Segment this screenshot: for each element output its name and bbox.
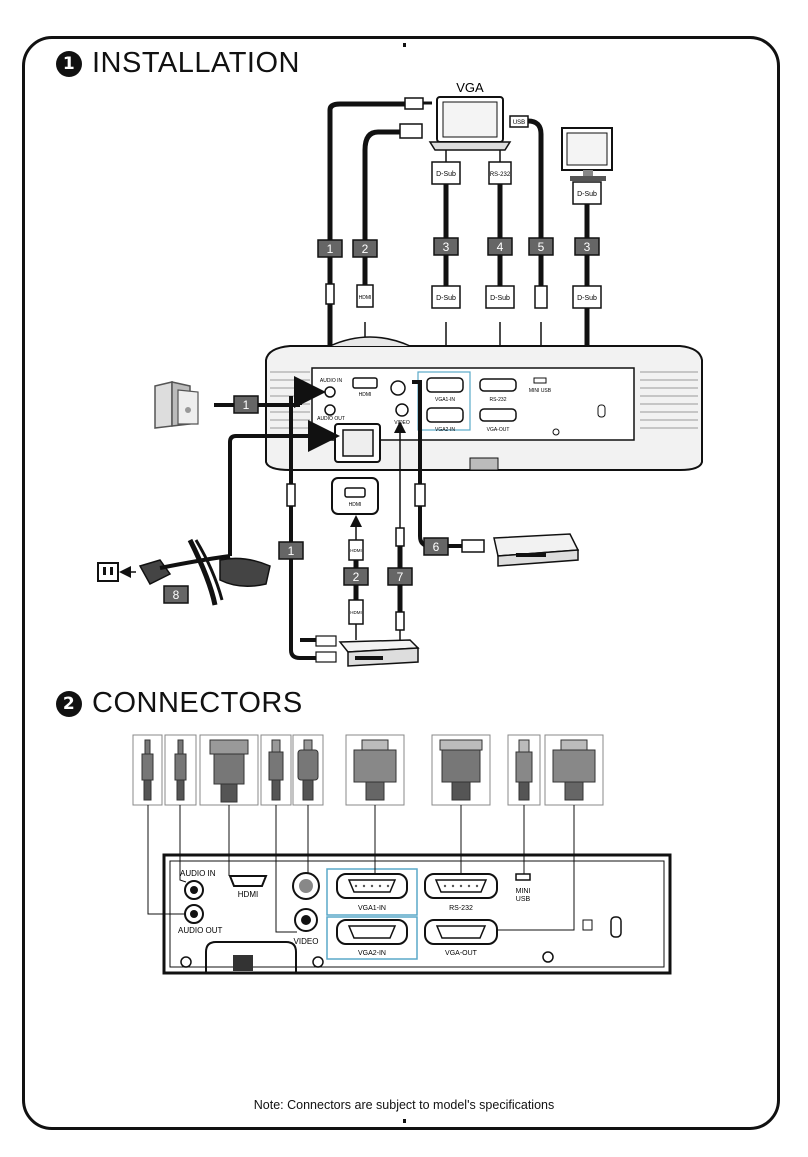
connector-lines xyxy=(147,805,575,933)
rs232-plug-label: RS-232 xyxy=(490,172,511,178)
monitor-icon xyxy=(561,127,613,181)
video-port xyxy=(294,908,318,932)
proj-vga-out-label: VGA-OUT xyxy=(487,427,510,433)
proj-hdmi-label: HDMI xyxy=(359,392,372,398)
cable-tag-1b: 1 xyxy=(233,395,259,414)
proj-video-label: VIDEO xyxy=(394,420,410,426)
hdmi-plug-label-bottom: HDMI xyxy=(350,610,362,615)
speakers-icon xyxy=(154,381,199,429)
panel-audio-out-label: AUDIO OUT xyxy=(178,926,223,935)
laptop-icon xyxy=(428,96,512,151)
dsub-plug-label-4: D-Sub xyxy=(577,191,597,198)
hdmi-callout-label: HDMI xyxy=(349,502,362,508)
connectors-number-badge: 2 xyxy=(56,690,82,717)
cable-tag-1a: 1 xyxy=(317,239,343,258)
proj-audio-in-label: AUDIO IN xyxy=(320,378,343,384)
svideo-port xyxy=(292,872,320,900)
cable-tag-4: 4 xyxy=(487,237,513,256)
usb-plug-label-top: USB xyxy=(513,120,525,126)
vga-plug-1-icon xyxy=(353,739,397,801)
connectors-title: CONNECTORS xyxy=(92,687,303,719)
cable-tag-3a: 3 xyxy=(433,237,459,256)
panel-rs232-label: RS-232 xyxy=(449,905,473,912)
power-outlet-icon xyxy=(97,562,119,582)
cable-tag-1c: 1 xyxy=(278,541,304,560)
cable-tag-2a: 2 xyxy=(352,239,378,258)
svg-text:5: 5 xyxy=(538,240,545,254)
proj-mini-usb-label: MINI USB xyxy=(529,388,552,394)
audio-plug-1-icon xyxy=(141,739,154,801)
audio-in-port xyxy=(184,880,204,900)
panel-video-label: VIDEO xyxy=(294,937,319,946)
mini-usb-port xyxy=(515,873,531,881)
hdmi-port-callout xyxy=(331,477,379,515)
usb-plug-icon xyxy=(515,739,533,801)
cable-tag-3b: 3 xyxy=(574,237,600,256)
vga-label: VGA xyxy=(456,80,484,95)
audio-out-port xyxy=(184,904,204,924)
svg-text:3: 3 xyxy=(443,240,450,254)
svg-text:1: 1 xyxy=(288,544,295,558)
svg-text:4: 4 xyxy=(497,240,504,254)
dsub-plug-label-3: D-Sub xyxy=(490,295,510,302)
vcr-icon xyxy=(493,533,580,567)
panel-vga-out-label: VGA-OUT xyxy=(445,950,478,957)
proj-rs232-label: RS-232 xyxy=(490,397,507,403)
installation-title: INSTALLATION xyxy=(92,47,300,79)
cable-tag-7: 7 xyxy=(387,567,413,586)
svg-text:2: 2 xyxy=(353,570,360,584)
bottom-tick xyxy=(403,1119,406,1123)
panel-hdmi-label: HDMI xyxy=(238,890,258,899)
vga2-in-port xyxy=(336,919,408,945)
hdmi-port xyxy=(228,875,268,887)
panel-usb-label: USB xyxy=(516,896,531,903)
hdmi-plug-icon xyxy=(209,739,249,803)
svg-text:1: 1 xyxy=(327,242,334,256)
svg-text:7: 7 xyxy=(397,570,404,584)
cable-tag-6: 6 xyxy=(423,537,449,556)
svg-text:8: 8 xyxy=(173,588,180,602)
svg-text:6: 6 xyxy=(433,540,440,554)
panel-audio-in-label: AUDIO IN xyxy=(180,869,216,878)
proj-vga2-label: VGA2-IN xyxy=(435,427,455,433)
top-tick xyxy=(403,43,406,47)
dsub-plug-label-2: D-Sub xyxy=(436,295,456,302)
page-frame xyxy=(22,36,780,1130)
vga-out-port xyxy=(424,919,498,945)
svg-text:1: 1 xyxy=(243,398,250,412)
svg-text:2: 2 xyxy=(362,242,369,256)
connector-panel xyxy=(162,853,672,975)
proj-audio-out-label: AUDIO OUT xyxy=(317,416,345,422)
cable-tag-8: 8 xyxy=(163,585,189,604)
connectors-heading: 2 CONNECTORS xyxy=(56,687,303,720)
footnote: Note: Connectors are subject to model's … xyxy=(253,1098,555,1112)
hdmi-plug-label-mid: HDMI xyxy=(350,548,362,553)
dvd-player-icon xyxy=(338,639,420,667)
svg-text:3: 3 xyxy=(584,240,591,254)
rca-plug-icon xyxy=(268,739,284,801)
dvi-plug-icon xyxy=(439,739,483,801)
hdmi-plug-label-top: HDMI xyxy=(359,295,372,301)
dsub-plug-label-1: D-Sub xyxy=(436,171,456,178)
cable-tag-5: 5 xyxy=(528,237,554,256)
panel-vga1-in-label: VGA1-IN xyxy=(358,905,386,912)
vga-plug-2-icon xyxy=(552,739,596,801)
installation-heading: 1 INSTALLATION xyxy=(56,47,300,80)
kensington-lock-icon xyxy=(582,916,622,938)
installation-number-badge: 1 xyxy=(56,50,82,77)
projector-icon xyxy=(265,336,703,471)
svideo-plug-icon xyxy=(297,739,319,801)
dsub-plug-label-5: D-Sub xyxy=(577,295,597,302)
panel-vga2-in-label: VGA2-IN xyxy=(358,950,386,957)
audio-plug-2-icon xyxy=(174,739,187,801)
cable-tag-2b: 2 xyxy=(343,567,369,586)
panel-mini-label: MINI xyxy=(516,888,531,895)
proj-vga1-label: VGA1-IN xyxy=(435,397,455,403)
